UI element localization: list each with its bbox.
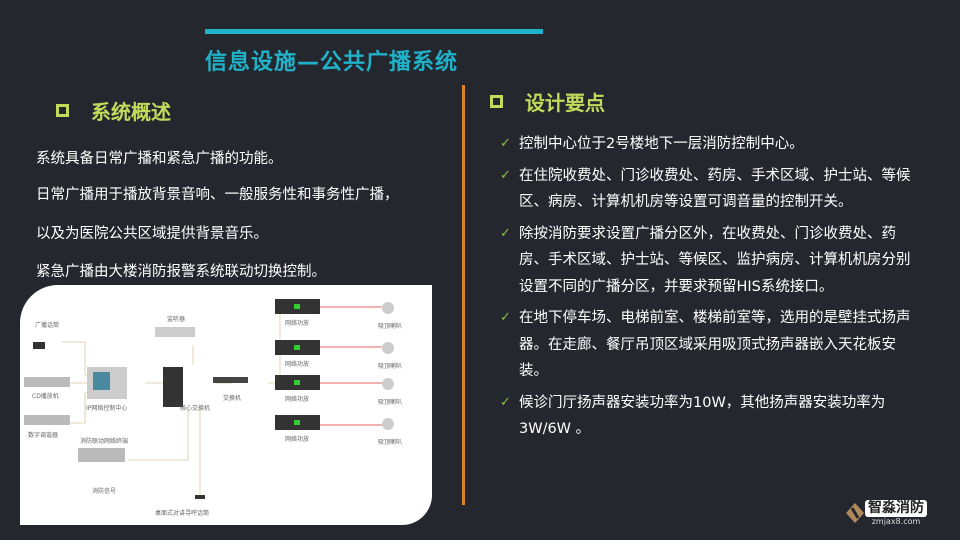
broadcast-system-diagram: 广播话筒 CD播放机 数字调谐器 IP网络控制中心 监听器 核心交换机 交换机 … — [20, 285, 432, 525]
page-title: 信息设施—公共广播系统 — [205, 50, 459, 75]
list-item: ✓ 控制中心位于2号楼地下一层消防控制中心。 — [500, 131, 920, 158]
label-ip-center: IP网络控制中心 — [86, 404, 127, 412]
item-text: 在地下停车场、电梯前室、楼梯前室等，选用的是壁挂式扬声器。在走廊、餐厅吊顶区域采… — [519, 310, 911, 379]
item-text: 候诊门厅扬声器安装功率为10W，其他扬声器安装功率为3W/6W 。 — [519, 394, 886, 438]
label-amp: 网络功放 — [285, 360, 309, 368]
label-cd: CD播放机 — [32, 392, 59, 400]
overview-paragraph: 日常广播用于播放背景音响、一般服务性和事务性广播， — [36, 187, 399, 203]
design-heading-text: 设计要点 — [525, 91, 605, 115]
check-icon: ✓ — [500, 394, 511, 410]
check-icon: ✓ — [500, 167, 511, 183]
watermark-logo: 智淼消防 zmjax8.com — [845, 500, 927, 526]
title-accent-line — [205, 29, 543, 34]
list-item: ✓ 候诊门厅扬声器安装功率为10W，其他扬声器安装功率为3W/6W 。 — [500, 390, 920, 443]
label-amp: 网络功放 — [285, 435, 309, 443]
check-icon: ✓ — [500, 310, 511, 325]
item-text: 除按消防要求设置广播分区外，在收费处、门诊收费处、药房、手术区域、护士站、等候区… — [519, 225, 911, 295]
item-text: 在住院收费处、门诊收费处、药房、手术区域、护士站、等候区、病房、计算机机房等设置… — [519, 167, 911, 211]
square-bullet-icon — [490, 95, 503, 108]
label-speaker: 吸顶喇叭 — [378, 438, 402, 446]
label-speaker: 吸顶喇叭 — [378, 322, 402, 330]
logo-name: 智淼消防 — [865, 500, 927, 517]
label-switch: 交换机 — [223, 394, 241, 402]
design-points-list: ✓ 控制中心位于2号楼地下一层消防控制中心。 ✓ 在住院收费处、门诊收费处、药房、手… — [500, 131, 920, 448]
section-heading-overview: 系统概述 — [56, 96, 171, 125]
overview-paragraph: 以及为医院公共区域提供背景音乐。 — [36, 226, 268, 242]
check-icon: ✓ — [500, 225, 511, 241]
item-text: 控制中心位于2号楼地下一层消防控制中心。 — [519, 136, 804, 152]
logo-url: zmjax8.com — [871, 517, 921, 526]
label-fire-terminal: 消防联动网络终端 — [80, 437, 128, 445]
label-speaker: 吸顶喇叭 — [378, 398, 402, 406]
check-icon: ✓ — [500, 136, 511, 151]
list-item: ✓ 除按消防要求设置广播分区外，在收费处、门诊收费处、药房、手术区域、护士站、等候… — [500, 221, 920, 301]
label-tuner: 数字调谐器 — [28, 431, 58, 439]
label-speaker: 吸顶喇叭 — [378, 362, 402, 370]
overview-paragraph: 系统具备日常广播和紧急广播的功能。 — [36, 151, 283, 167]
label-amp: 网络功放 — [285, 319, 309, 327]
list-item: ✓ 在地下停车场、电梯前室、楼梯前室等，选用的是壁挂式扬声器。在走廊、餐厅吊顶区域… — [500, 305, 920, 385]
label-mic: 广播话筒 — [35, 321, 59, 329]
label-desk-mic: 桌面式对讲寻呼话筒 — [155, 509, 209, 517]
label-core-switch: 核心交换机 — [180, 404, 210, 412]
logo-icon — [846, 503, 864, 523]
overview-heading-text: 系统概述 — [91, 100, 171, 124]
label-amp: 网络功放 — [285, 395, 309, 403]
overview-paragraph: 紧急广播由大楼消防报警系统联动切换控制。 — [36, 264, 326, 280]
label-monitor: 监听器 — [167, 315, 185, 323]
label-fire-signal: 消防信号 — [92, 487, 116, 495]
section-heading-design: 设计要点 — [490, 87, 605, 116]
square-bullet-icon — [56, 104, 69, 117]
list-item: ✓ 在住院收费处、门诊收费处、药房、手术区域、护士站、等候区、病房、计算机机房等设… — [500, 163, 920, 216]
divider-line — [462, 85, 465, 505]
